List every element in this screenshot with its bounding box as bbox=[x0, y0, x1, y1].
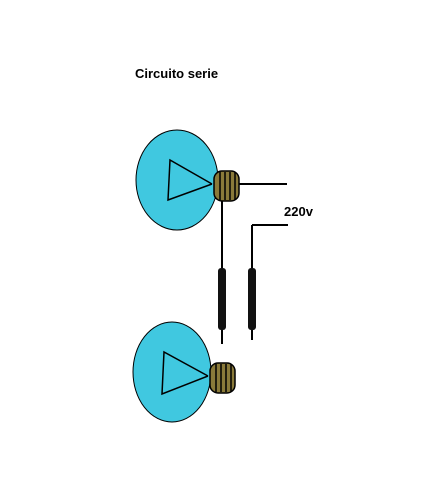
bulb-bottom bbox=[132, 321, 236, 423]
bulb-top bbox=[135, 129, 240, 231]
socket-bottom bbox=[209, 362, 236, 394]
cable-left bbox=[218, 268, 226, 330]
wiring bbox=[221, 183, 288, 344]
cable-right bbox=[248, 268, 256, 330]
voltage-label: 220v bbox=[284, 204, 313, 219]
filament-bottom bbox=[161, 350, 209, 396]
diagram-title: Circuito serie bbox=[135, 66, 219, 81]
socket-top bbox=[213, 170, 240, 202]
filament-top bbox=[167, 158, 213, 202]
